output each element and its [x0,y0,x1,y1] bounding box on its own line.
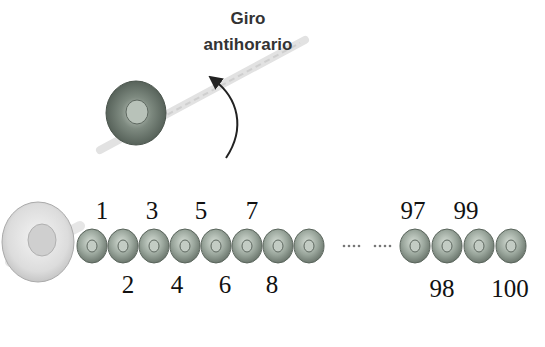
bead [263,229,293,263]
bead-number: 100 [491,276,529,301]
bead [108,229,138,263]
bead-row [77,229,526,263]
bead-number: 99 [454,198,479,223]
bead-number: 6 [219,272,232,297]
rotation-label: Giro antihorario [188,6,308,59]
bead [432,229,462,263]
axis-rod-shade [150,43,300,124]
bead [496,229,526,263]
bead-number: 8 [266,272,279,297]
bead-number: 5 [195,198,208,223]
bead-number: 7 [246,198,259,223]
bead [464,229,494,263]
bead [77,229,107,263]
bead-number: 4 [171,272,184,297]
bead [400,229,430,263]
ellipsis-dots [343,245,392,248]
bead-number: 97 [401,198,426,223]
bead [201,229,231,263]
bead-number: 2 [122,272,135,297]
bead [232,229,262,263]
bead-number: 98 [430,276,455,301]
lifted-bead-hole [126,100,148,124]
large-disc [2,202,74,282]
large-disc-hub [28,224,56,256]
lifted-bead [106,81,166,145]
bead [170,229,200,263]
bead [139,229,169,263]
bead-number: 3 [146,198,159,223]
axis-rod [100,40,305,150]
bead [294,229,324,263]
rotation-arrow [214,80,237,158]
bead-number: 1 [96,198,109,223]
